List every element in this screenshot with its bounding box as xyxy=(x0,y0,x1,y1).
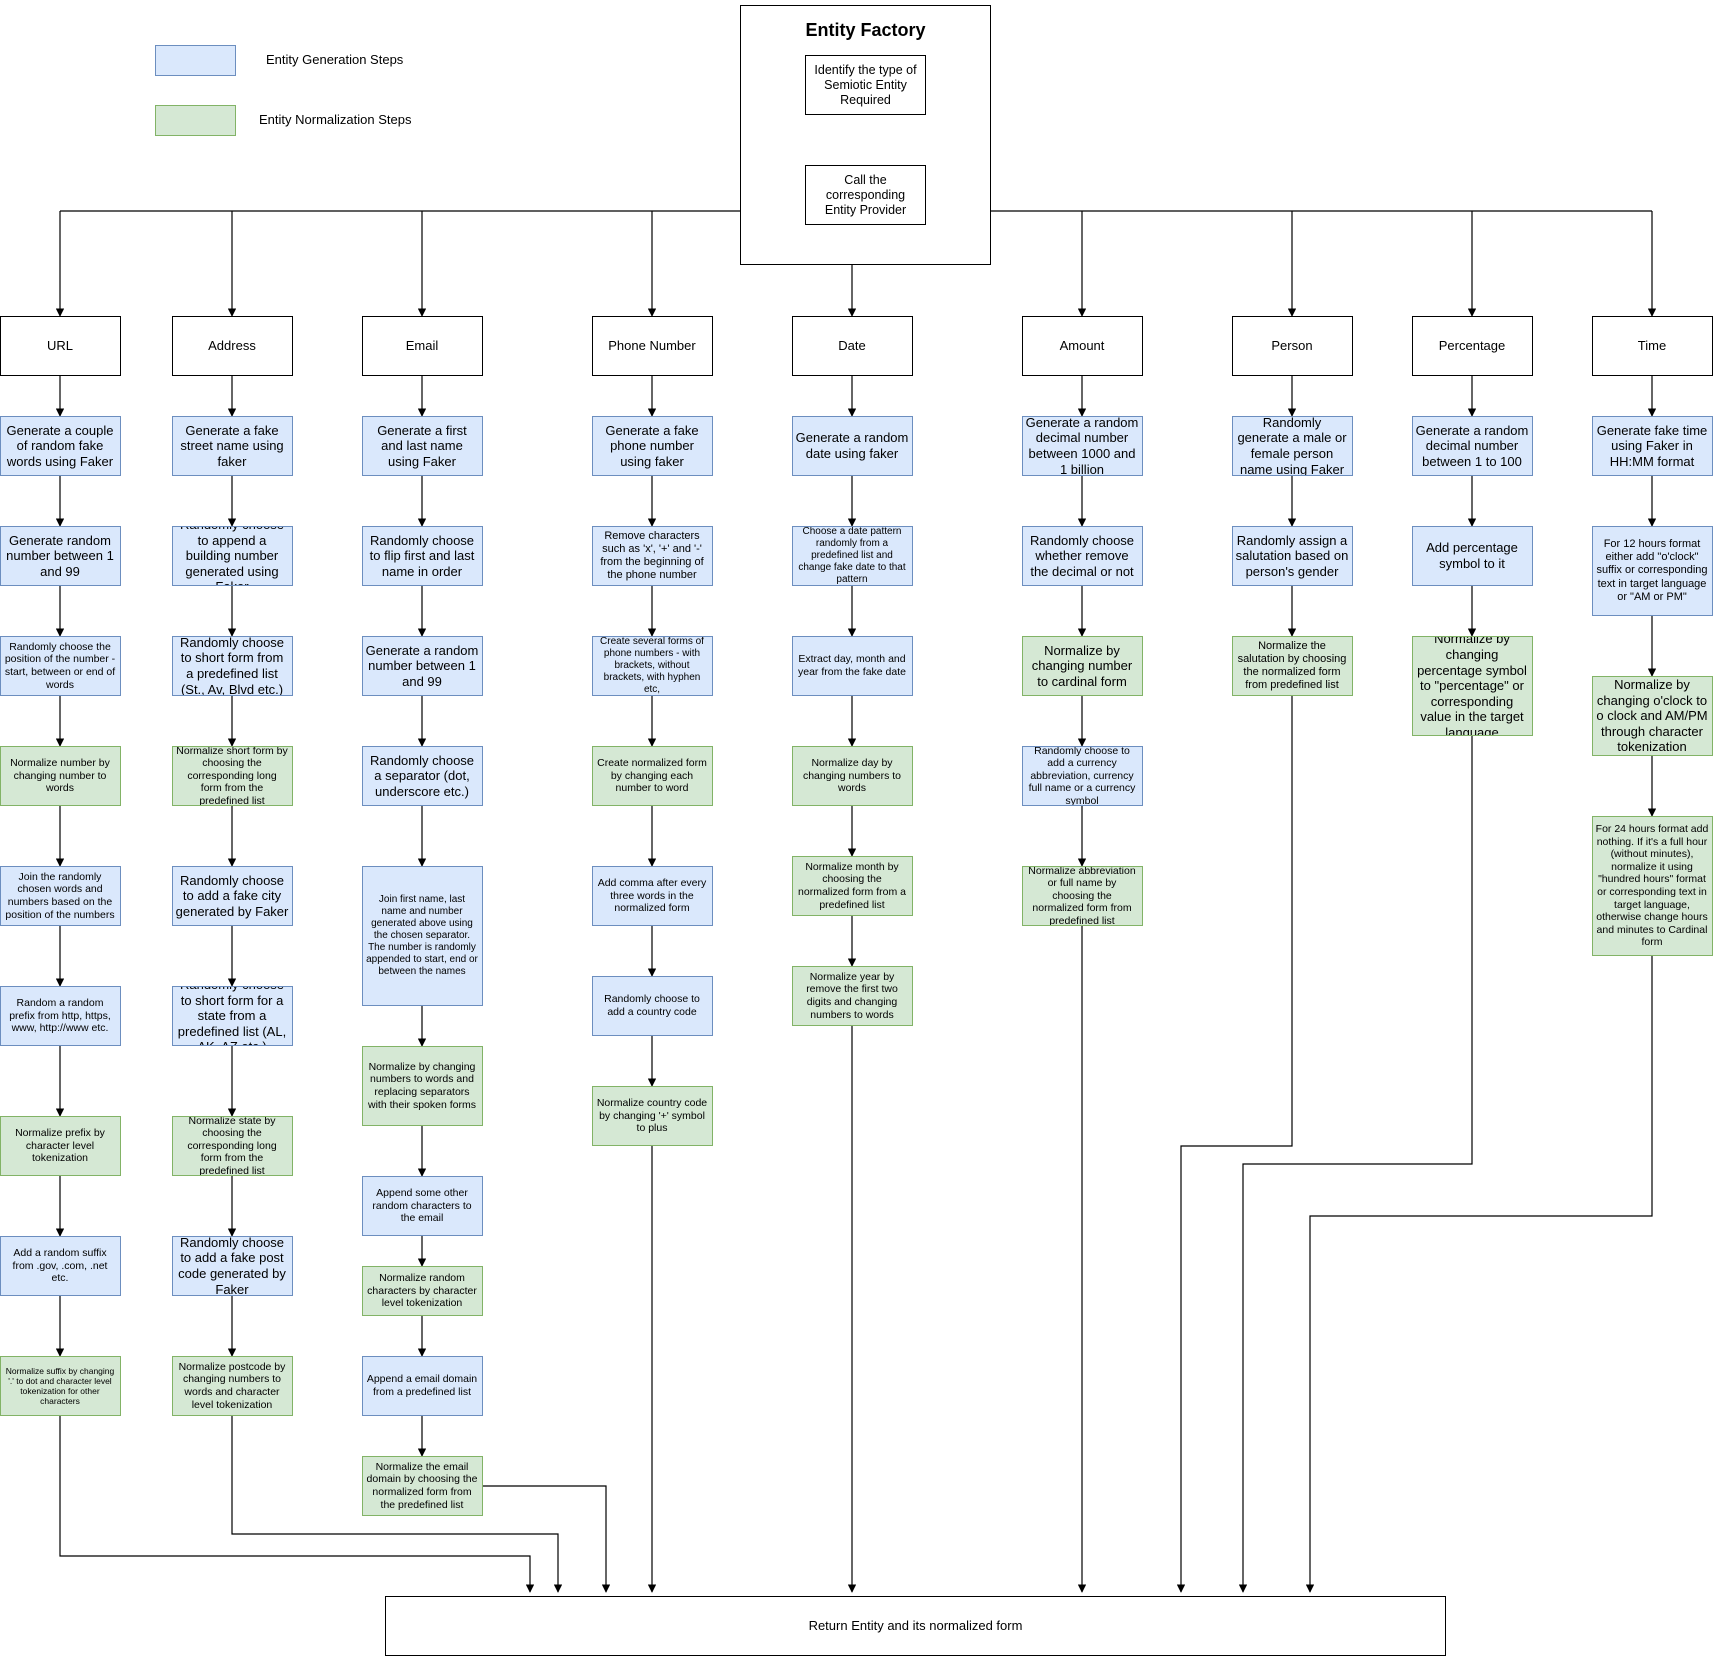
generation-step-date-3: Extract day, month and year from the fak… xyxy=(791,636,913,696)
entity-type-phone-number: Phone Number xyxy=(591,316,713,376)
route-url-to-return xyxy=(59,1416,535,1593)
entity-type-percentage: Percentage xyxy=(1411,316,1533,376)
generation-step-phone-number-2: Remove characters such as 'x', '+' and '… xyxy=(591,526,713,586)
normalization-step-phone-number-7: Normalize country code by changing '+' s… xyxy=(591,1086,713,1146)
generation-step-phone-number-5: Add comma after every three words in the… xyxy=(591,866,713,926)
normalization-step-address-7: Normalize state by choosing the correspo… xyxy=(171,1116,293,1176)
generation-step-url-3: Randomly choose the position of the numb… xyxy=(0,636,121,696)
generation-step-address-5: Randomly choose to add a fake city gener… xyxy=(171,866,293,926)
normalization-step-date-6: Normalize year by remove the first two d… xyxy=(791,966,913,1026)
generation-step-percentage-2: Add percentage symbol to it xyxy=(1411,526,1533,586)
normalization-step-address-9: Normalize postcode by changing numbers t… xyxy=(171,1356,293,1416)
entity-type-url: URL xyxy=(0,316,121,376)
normalization-step-date-4: Normalize day by changing numbers to wor… xyxy=(791,746,913,806)
return-entity-box: Return Entity and its normalized form xyxy=(385,1596,1446,1656)
call-entity-provider-box: Call the corresponding Entity Provider xyxy=(805,165,926,225)
route-person-to-return xyxy=(1176,696,1293,1593)
generation-step-person-2: Randomly assign a salutation based on pe… xyxy=(1231,526,1353,586)
generation-step-person-1: Randomly generate a male or female perso… xyxy=(1231,416,1353,476)
normalization-step-address-4: Normalize short form by choosing the cor… xyxy=(171,746,293,806)
entity-type-email: Email xyxy=(361,316,483,376)
entity-type-address: Address xyxy=(171,316,293,376)
legend-label-generation: Entity Generation Steps xyxy=(266,52,404,67)
normalization-step-date-5: Normalize month by choosing the normaliz… xyxy=(791,856,913,916)
generation-step-url-5: Join the randomly chosen words and numbe… xyxy=(0,866,121,926)
normalization-step-time-4: For 24 hours format add nothing. If it's… xyxy=(1591,816,1713,956)
generation-step-date-1: Generate a random date using faker xyxy=(791,416,913,476)
normalization-step-time-3: Normalize by changing o'clock to o clock… xyxy=(1591,676,1713,756)
normalization-step-url-7: Normalize prefix by character level toke… xyxy=(0,1116,121,1176)
route-address-to-return xyxy=(231,1416,563,1593)
generation-step-amount-1: Generate a random decimal number between… xyxy=(1021,416,1143,476)
generation-step-phone-number-6: Randomly choose to add a country code xyxy=(591,976,713,1036)
generation-step-email-2: Randomly choose to flip first and last n… xyxy=(361,526,483,586)
generation-step-address-2: Randomly choose to append a building num… xyxy=(171,526,293,586)
entity-type-person: Person xyxy=(1231,316,1353,376)
generation-step-email-1: Generate a first and last name using Fak… xyxy=(361,416,483,476)
generation-step-url-1: Generate a couple of random fake words u… xyxy=(0,416,121,476)
entity-type-date: Date xyxy=(791,316,913,376)
generation-step-email-3: Generate a random number between 1 and 9… xyxy=(361,636,483,696)
generation-step-time-1: Generate fake time using Faker in HH:MM … xyxy=(1591,416,1713,476)
normalization-step-url-4: Normalize number by changing number to w… xyxy=(0,746,121,806)
generation-step-phone-number-1: Generate a fake phone number using faker xyxy=(591,416,713,476)
entity-type-amount: Amount xyxy=(1021,316,1143,376)
legend-label-normalization: Entity Normalization Steps xyxy=(259,112,412,127)
normalization-step-phone-number-4: Create normalized form by changing each … xyxy=(591,746,713,806)
identify-entity-type-box: Identify the type of Semiotic Entity Req… xyxy=(805,55,926,115)
entity-factory-title: Entity Factory xyxy=(805,20,926,40)
generation-step-address-6: Randomly choose to short form for a stat… xyxy=(171,986,293,1046)
legend-swatch-generation xyxy=(155,45,236,76)
normalization-step-url-9: Normalize suffix by changing '.' to dot … xyxy=(0,1356,121,1416)
normalization-step-amount-5: Normalize abbreviation or full name by c… xyxy=(1021,866,1143,926)
generation-step-phone-number-3: Create several forms of phone numbers - … xyxy=(591,636,713,696)
normalization-step-percentage-3: Normalize by changing percentage symbol … xyxy=(1411,636,1533,736)
generation-step-url-6: Random a random prefix from http, https,… xyxy=(0,986,121,1046)
normalization-step-email-8: Normalize random characters by character… xyxy=(361,1266,483,1316)
generation-step-url-2: Generate random number between 1 and 99 xyxy=(0,526,121,586)
generation-step-email-9: Append a email domain from a predefined … xyxy=(361,1356,483,1416)
route-time-to-return xyxy=(1305,956,1653,1593)
generation-step-email-4: Randomly choose a separator (dot, unders… xyxy=(361,746,483,806)
entity-factory-frame xyxy=(740,5,991,265)
generation-step-email-7: Append some other random characters to t… xyxy=(361,1176,483,1236)
entity-type-time: Time xyxy=(1591,316,1713,376)
generation-step-amount-4: Randomly choose to add a currency abbrev… xyxy=(1021,746,1143,806)
route-email-to-return xyxy=(483,1485,611,1593)
generation-step-time-2: For 12 hours format either add "o'clock"… xyxy=(1591,526,1713,616)
normalization-step-email-10: Normalize the email domain by choosing t… xyxy=(361,1456,483,1516)
normalization-step-amount-3: Normalize by changing number to cardinal… xyxy=(1021,636,1143,696)
generation-step-percentage-1: Generate a random decimal number between… xyxy=(1411,416,1533,476)
generation-step-address-1: Generate a fake street name using faker xyxy=(171,416,293,476)
normalization-step-person-3: Normalize the salutation by choosing the… xyxy=(1231,636,1353,696)
generation-step-date-2: Choose a date pattern randomly from a pr… xyxy=(791,526,913,586)
legend-swatch-normalization xyxy=(155,105,236,136)
generation-step-url-8: Add a random suffix from .gov, .com, .ne… xyxy=(0,1236,121,1296)
route-percentage-to-return xyxy=(1238,736,1473,1593)
generation-step-address-3: Randomly choose to short form from a pre… xyxy=(171,636,293,696)
generation-step-email-5: Join first name, last name and number ge… xyxy=(361,866,483,1006)
generation-step-amount-2: Randomly choose whether remove the decim… xyxy=(1021,526,1143,586)
normalization-step-email-6: Normalize by changing numbers to words a… xyxy=(361,1046,483,1126)
generation-step-address-8: Randomly choose to add a fake post code … xyxy=(171,1236,293,1296)
